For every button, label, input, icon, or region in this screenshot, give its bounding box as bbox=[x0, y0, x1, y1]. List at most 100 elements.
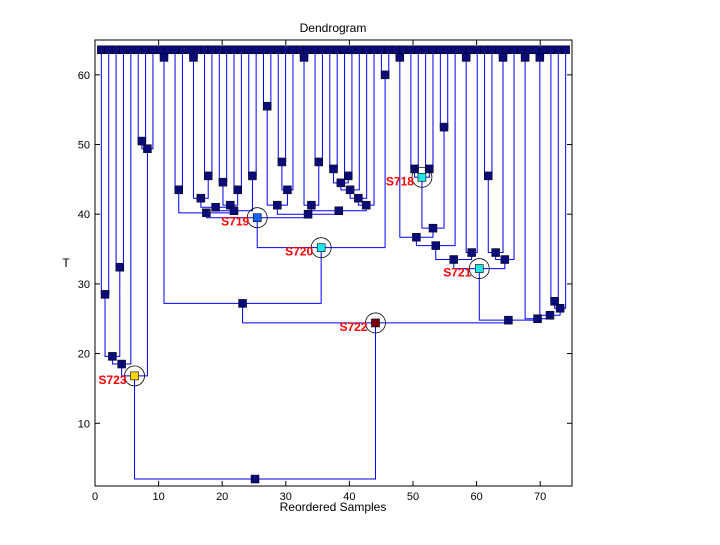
node-marker bbox=[467, 248, 476, 257]
leaf-marker bbox=[487, 45, 497, 55]
dendrogram-link bbox=[399, 57, 434, 238]
node-marker bbox=[117, 359, 126, 369]
node-label: S720 bbox=[285, 245, 313, 259]
leaf-marker bbox=[413, 45, 423, 55]
node-marker bbox=[500, 255, 510, 264]
node-marker bbox=[159, 53, 169, 62]
leaf-marker bbox=[428, 45, 438, 55]
x-tick-label: 60 bbox=[470, 491, 482, 503]
dendrogram-link bbox=[262, 49, 272, 107]
leaf-marker bbox=[259, 45, 268, 55]
dendrogram-link bbox=[137, 49, 147, 142]
dendrogram-link bbox=[410, 49, 419, 170]
dendrogram-link bbox=[465, 49, 478, 254]
node-marker bbox=[203, 171, 213, 181]
node-marker bbox=[428, 223, 438, 233]
dendrogram-link bbox=[314, 49, 323, 163]
leaf-marker bbox=[185, 45, 195, 55]
node-label: S723 bbox=[98, 373, 126, 387]
highlight-circle bbox=[411, 166, 433, 188]
node-marker bbox=[108, 352, 117, 361]
leaf-marker bbox=[178, 45, 187, 55]
dendrogram-link bbox=[163, 57, 322, 304]
leaf-marker bbox=[288, 45, 298, 55]
dendrogram-link bbox=[141, 49, 154, 150]
node-marker bbox=[449, 255, 458, 264]
node-marker bbox=[410, 164, 419, 174]
leaf-marker bbox=[126, 45, 136, 55]
leaf-marker bbox=[443, 45, 452, 55]
node-marker bbox=[395, 53, 405, 62]
highlighted-node-marker bbox=[130, 371, 139, 381]
node-marker bbox=[535, 53, 545, 62]
dendrogram-link bbox=[349, 49, 368, 199]
leaf-marker bbox=[111, 45, 121, 55]
node-marker bbox=[218, 177, 228, 187]
leaf-marker bbox=[215, 45, 224, 55]
leaf-marker bbox=[384, 45, 394, 55]
y-tick-label: 10 bbox=[78, 418, 90, 430]
node-marker bbox=[520, 53, 530, 62]
x-tick-label: 30 bbox=[280, 491, 292, 503]
node-marker bbox=[439, 122, 449, 132]
node-marker bbox=[229, 206, 239, 215]
leaf-marker bbox=[561, 45, 570, 55]
leaf-marker bbox=[362, 45, 371, 55]
dendrogram-link bbox=[233, 49, 242, 191]
leaf-marker bbox=[554, 45, 563, 55]
leaf-marker bbox=[531, 45, 541, 55]
x-tick-label: 50 bbox=[407, 491, 419, 503]
leaf-marker bbox=[251, 45, 261, 55]
dendrogram-link bbox=[478, 268, 539, 321]
leaf-marker bbox=[148, 45, 158, 55]
dendrogram-link bbox=[554, 49, 567, 309]
leaf-marker bbox=[325, 45, 335, 55]
node-marker bbox=[273, 200, 282, 210]
node-marker bbox=[498, 53, 508, 62]
node-marker bbox=[461, 53, 471, 62]
leaf-marker bbox=[436, 45, 445, 55]
x-tick-label: 20 bbox=[216, 491, 228, 503]
plot-frame bbox=[94, 39, 573, 487]
dendrogram-link bbox=[344, 49, 353, 177]
dendrogram-link bbox=[104, 267, 121, 357]
dendrogram-link bbox=[281, 49, 294, 191]
leaf-marker bbox=[495, 45, 504, 55]
dendrogram-link bbox=[100, 49, 110, 295]
highlighted-node-marker bbox=[371, 318, 380, 328]
node-marker bbox=[550, 297, 559, 306]
leaf-marker bbox=[156, 45, 165, 55]
node-marker bbox=[345, 185, 355, 195]
dendrogram-link bbox=[134, 322, 376, 480]
leaf-marker bbox=[347, 45, 357, 55]
node-marker bbox=[100, 290, 110, 299]
leaf-marker bbox=[509, 45, 519, 55]
node-marker bbox=[283, 185, 292, 195]
highlighted-node-marker bbox=[417, 172, 427, 182]
leaf-marker bbox=[502, 45, 511, 55]
node-marker bbox=[329, 164, 338, 174]
highlight-circle bbox=[468, 258, 490, 279]
node-marker bbox=[545, 311, 555, 320]
node-marker bbox=[196, 193, 206, 203]
y-tick-label: 40 bbox=[78, 209, 90, 221]
node-label: S718 bbox=[386, 174, 414, 188]
node-marker bbox=[425, 164, 434, 174]
leaf-marker bbox=[421, 45, 430, 55]
dendrogram-link bbox=[484, 49, 493, 177]
highlight-circle bbox=[365, 312, 386, 334]
dendrogram-link bbox=[425, 49, 434, 170]
node-marker bbox=[137, 136, 147, 146]
x-tick-label: 40 bbox=[343, 491, 355, 503]
dendrogram-link bbox=[121, 148, 148, 377]
highlighted-node-marker bbox=[316, 243, 326, 252]
leaf-marker bbox=[97, 45, 106, 55]
node-marker bbox=[354, 193, 363, 203]
node-marker bbox=[431, 241, 441, 250]
node-marker bbox=[299, 53, 309, 62]
leaf-marker bbox=[539, 45, 548, 55]
node-marker bbox=[491, 248, 500, 257]
leaf-marker bbox=[391, 45, 401, 55]
